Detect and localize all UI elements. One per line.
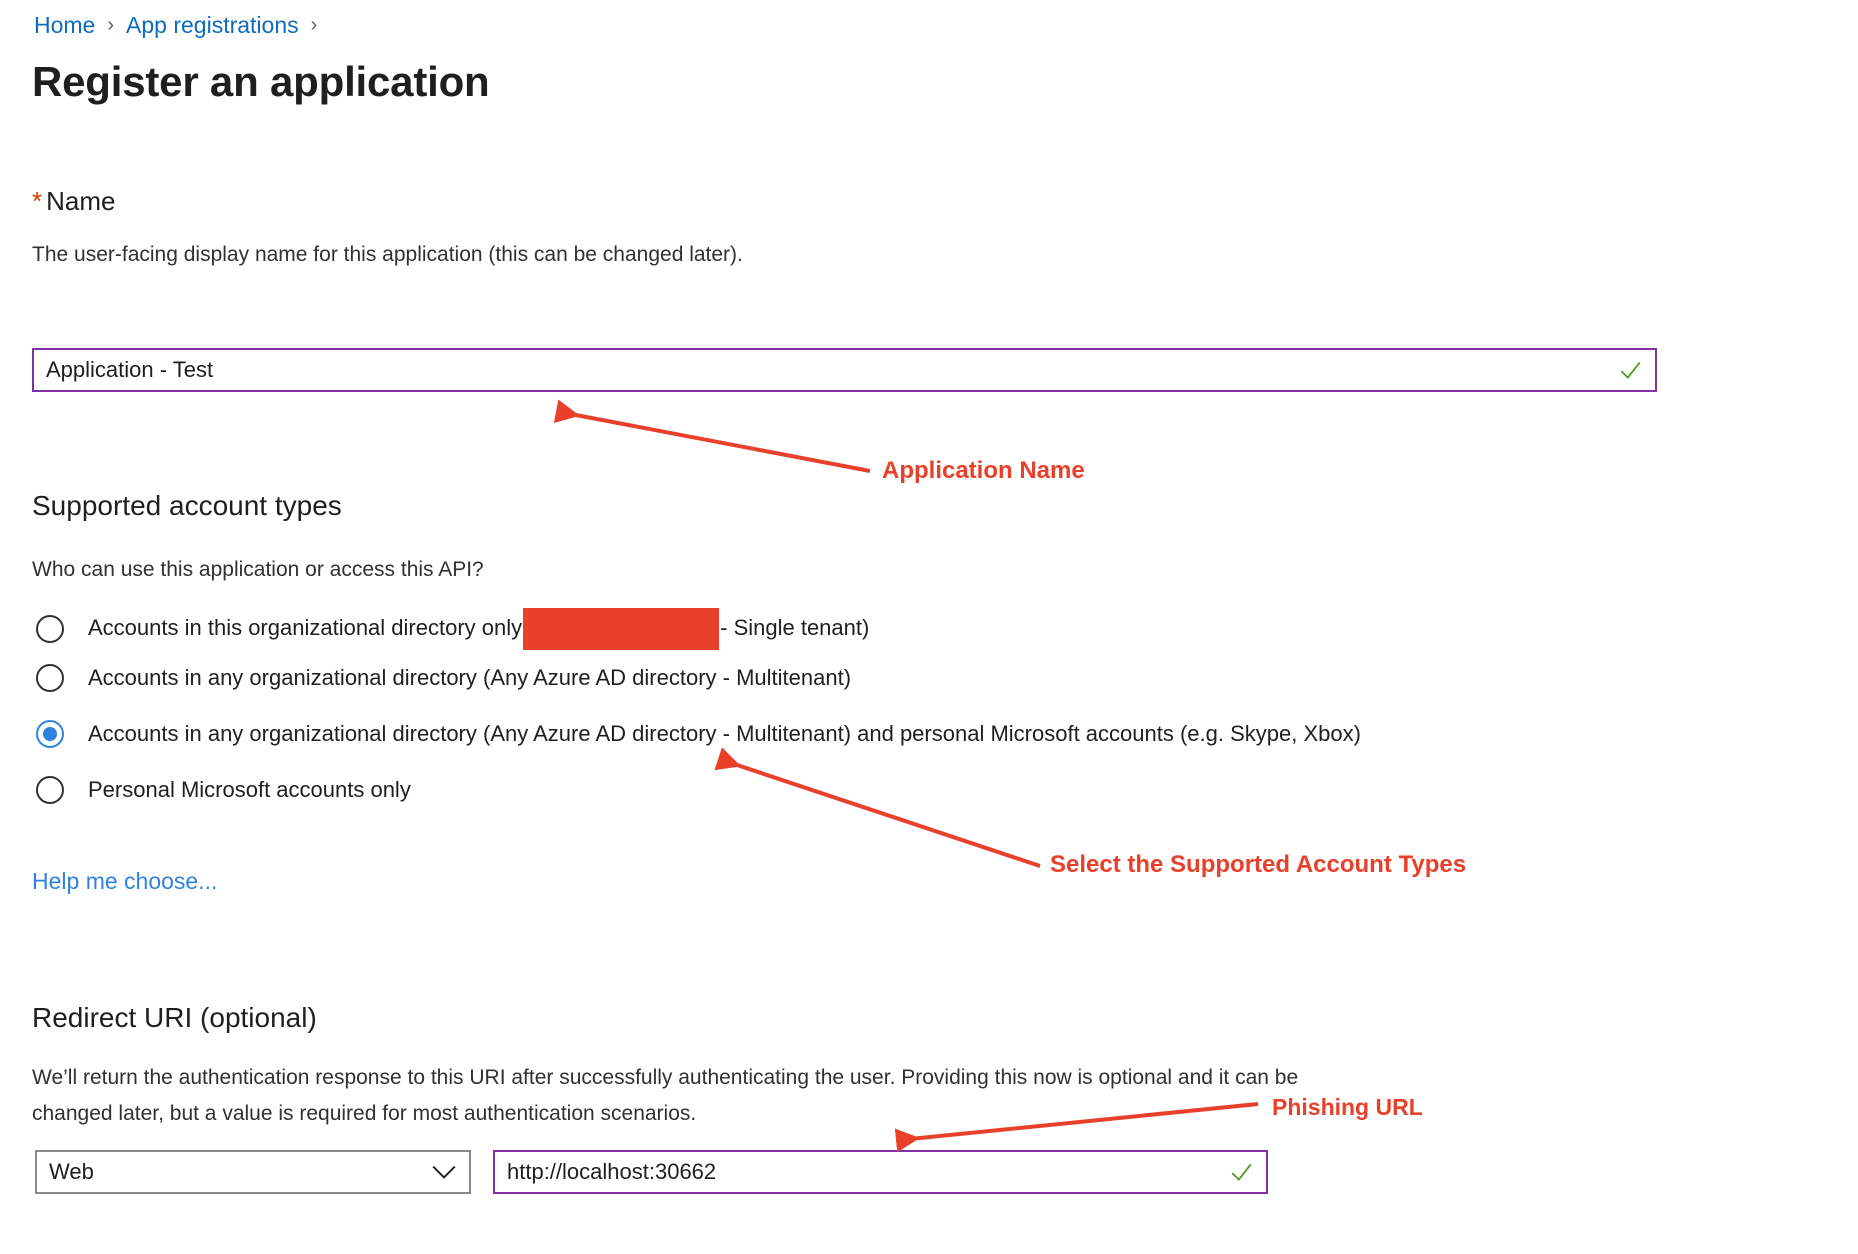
redirect-uri-description-line1: We’ll return the authentication response… xyxy=(32,1066,1299,1089)
redirect-uri-input[interactable]: http://localhost:30662 xyxy=(493,1150,1268,1194)
breadcrumb-separator-icon: › xyxy=(107,14,115,36)
name-field-label: *Name xyxy=(32,185,115,217)
supported-account-types-heading: Supported account types xyxy=(32,490,342,521)
redirect-uri-heading: Redirect URI (optional) xyxy=(32,1002,317,1033)
radio-option-single-tenant[interactable]: Accounts in this organizational director… xyxy=(36,608,869,650)
redirect-uri-type-dropdown[interactable]: Web xyxy=(35,1150,471,1194)
redirect-uri-input-value: http://localhost:30662 xyxy=(507,1159,717,1184)
application-name-input[interactable]: Application - Test xyxy=(32,348,1657,392)
radio-label-multitenant-and-personal: Accounts in any organizational directory… xyxy=(88,721,1361,746)
redacted-tenant-name xyxy=(523,608,720,650)
radio-option-multitenant-and-personal[interactable]: Accounts in any organizational directory… xyxy=(36,720,1361,748)
chevron-down-icon xyxy=(432,1165,456,1179)
radio-label-multitenant: Accounts in any organizational directory… xyxy=(88,665,852,690)
annotation-arrow-phishing-url xyxy=(894,1102,1259,1153)
radio-indicator-multitenant[interactable] xyxy=(36,664,64,692)
redirect-uri-description-line2: changed later, but a value is required f… xyxy=(32,1102,697,1125)
annotation-label-application-name: Application Name xyxy=(882,457,1085,484)
breadcrumb-item-home[interactable]: Home xyxy=(34,12,96,38)
annotation-arrow-account-types xyxy=(714,747,1041,868)
breadcrumb-item-app-registrations[interactable]: App registrations xyxy=(126,12,299,38)
name-label-text: Name xyxy=(46,186,116,216)
supported-account-types-description: Who can use this application or access t… xyxy=(32,558,484,581)
annotation-arrow-application-name xyxy=(553,399,871,473)
radio-indicator-personal-only[interactable] xyxy=(36,776,64,804)
redirect-uri-type-value: Web xyxy=(49,1159,94,1184)
radio-label-personal-only: Personal Microsoft accounts only xyxy=(88,777,411,802)
radio-indicator-multitenant-and-personal[interactable] xyxy=(36,720,64,748)
breadcrumb: Home › App registrations › xyxy=(34,10,329,40)
radio-option-personal-only[interactable]: Personal Microsoft accounts only xyxy=(36,776,411,804)
application-name-input-value: Application - Test xyxy=(46,357,214,382)
name-valid-check-icon xyxy=(1620,361,1641,379)
radio-label-single-tenant-before: Accounts in this organizational director… xyxy=(88,614,523,640)
radio-label-single-tenant-after: - Single tenant) xyxy=(720,614,870,640)
radio-indicator-single-tenant[interactable] xyxy=(36,615,64,643)
name-field-description: The user-facing display name for this ap… xyxy=(32,243,743,266)
annotation-label-account-types: Select the Supported Account Types xyxy=(1050,851,1467,878)
required-asterisk: * xyxy=(32,186,43,216)
redirect-uri-valid-check-icon xyxy=(1231,1163,1252,1181)
breadcrumb-separator-icon-2: › xyxy=(310,14,318,36)
annotation-label-phishing-url: Phishing URL xyxy=(1272,1094,1423,1120)
radio-option-multitenant[interactable]: Accounts in any organizational directory… xyxy=(36,664,851,692)
page-title: Register an application xyxy=(32,58,490,105)
radio-label-single-tenant: Accounts in this organizational director… xyxy=(88,608,869,650)
help-me-choose-link[interactable]: Help me choose... xyxy=(32,868,218,894)
